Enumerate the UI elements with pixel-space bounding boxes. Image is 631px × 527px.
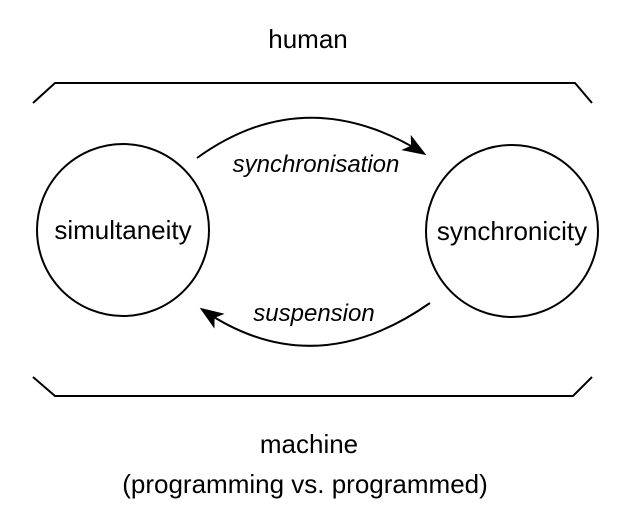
bottom-domain-label: machine bbox=[260, 429, 358, 459]
backward-arrow bbox=[199, 302, 431, 347]
right-node-label: synchronicity bbox=[437, 216, 587, 246]
top-domain-label: human bbox=[268, 24, 348, 54]
top-bracket-line bbox=[32, 82, 593, 104]
left-node-circle bbox=[36, 143, 210, 317]
forward-arrow-label: synchronisation bbox=[233, 151, 400, 178]
right-node-circle bbox=[425, 144, 599, 318]
left-node-label: simultaneity bbox=[54, 215, 191, 245]
bottom-bracket-line bbox=[32, 376, 593, 397]
bottom-domain-sublabel: (programming vs. programmed) bbox=[122, 469, 488, 499]
backward-arrow-label: suspension bbox=[253, 300, 374, 327]
forward-arrow bbox=[196, 116, 427, 159]
